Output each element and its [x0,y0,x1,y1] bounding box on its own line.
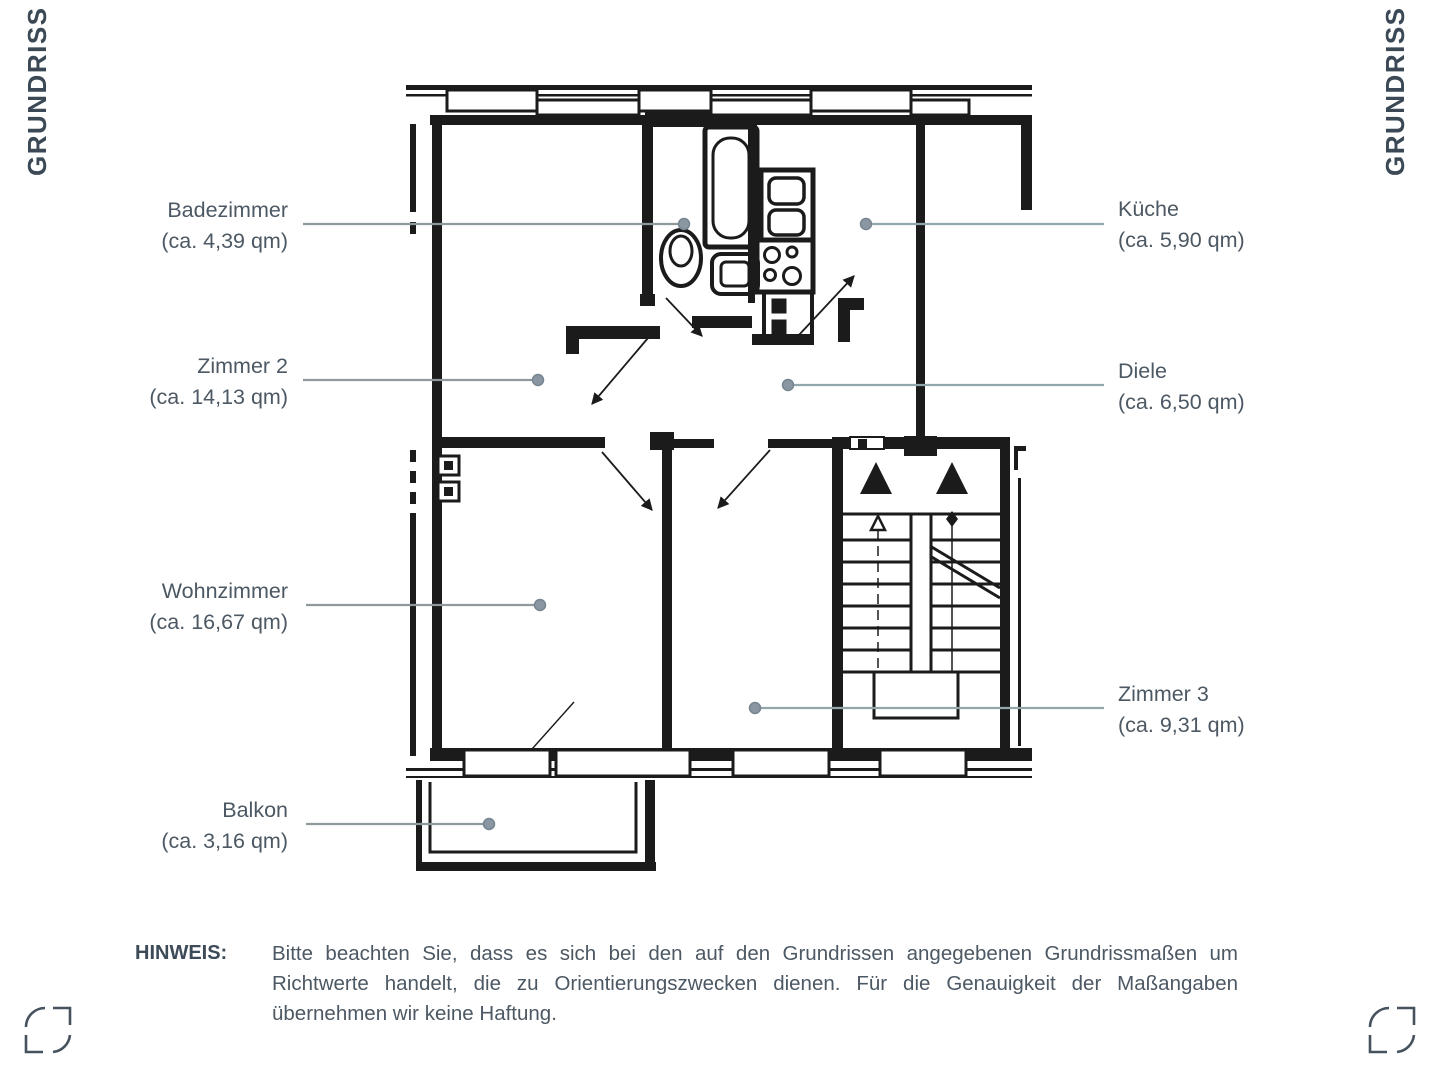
top-window-sills [445,88,971,117]
bathtub-icon [702,124,760,250]
room-area: (ca. 14,13 qm) [149,385,288,409]
room-area: (ca. 16,67 qm) [149,610,288,634]
livingroom-wall-vents [436,454,461,503]
room-label-badezimmer: Badezimmer (ca. 4,39 qm) [161,195,288,257]
room-label-diele: Diele (ca. 6,50 qm) [1118,356,1245,418]
note-label: HINWEIS: [135,942,228,964]
room-name: Diele [1118,359,1167,383]
room-label-balkon: Balkon (ca. 3,16 qm) [161,795,288,857]
room-area: (ca. 3,16 qm) [161,829,288,853]
stairwell [843,462,1001,720]
leader-dots [482,217,873,831]
bathroom-fixtures [659,124,760,296]
bottom-window-sills [462,748,968,778]
note-line-3: übernehmen wir keine Haftung. [272,1001,557,1025]
door-swings [523,275,855,759]
stair-handrail [929,544,1001,590]
kitchen-fixtures [754,167,816,340]
room-name: Wohnzimmer [161,579,288,603]
room-name: Zimmer 3 [1118,682,1209,706]
room-name: Balkon [222,798,288,822]
stove-icon [754,237,816,295]
room-area: (ca. 6,50 qm) [1118,390,1245,414]
note-line-2: Richtwerte handelt, die zu Orientierungs… [272,971,1238,995]
room-area: (ca. 9,31 qm) [1118,713,1245,737]
room-name: Badezimmer [167,198,288,222]
room-label-zimmer-2: Zimmer 2 (ca. 14,13 qm) [149,351,288,413]
leader-lines-right [755,222,1104,710]
corner-bracket-icon [1368,1006,1416,1054]
kitchen-cabinet-icon [762,290,814,340]
apartment-entry-door [849,436,885,450]
room-label-kueche: Küche (ca. 5,90 qm) [1118,194,1245,256]
balcony-inner-line [428,782,638,854]
toilet-icon [659,228,703,288]
stairs-up-arrow [868,513,888,532]
room-name: Küche [1118,197,1179,221]
leader-lines-left [303,222,684,826]
note-text: Bitte beachten Sie, dass es sich bei den… [272,939,1238,1028]
note-line-1: Bitte beachten Sie, dass es sich bei den… [272,942,1238,965]
room-area: (ca. 5,90 qm) [1118,228,1245,252]
room-name: Zimmer 2 [197,354,288,378]
stair-landing [872,670,960,720]
corner-bracket-icon [24,1006,72,1054]
room-area: (ca. 4,39 qm) [161,229,288,253]
room-label-wohnzimmer: Wohnzimmer (ca. 16,67 qm) [149,576,288,638]
room-label-zimmer-3: Zimmer 3 (ca. 9,31 qm) [1118,679,1245,741]
